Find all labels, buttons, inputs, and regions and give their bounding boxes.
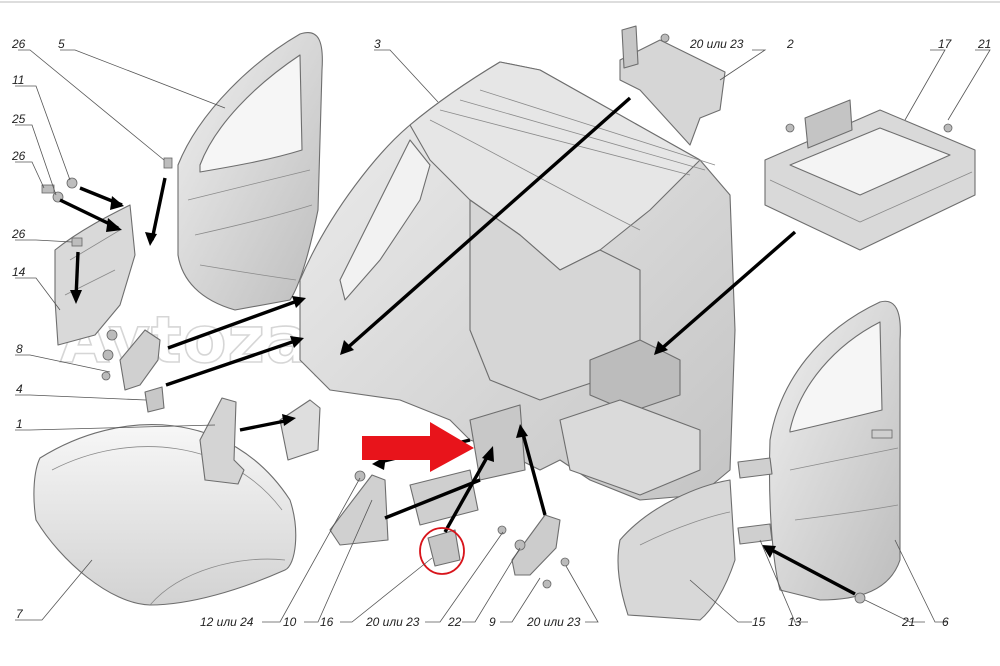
callout-22: 22 bbox=[447, 615, 462, 629]
fasteners-21 bbox=[854, 592, 866, 604]
callout-25: 25 bbox=[11, 112, 26, 126]
callout-9: 9 bbox=[489, 615, 496, 629]
part-4-plate bbox=[144, 386, 165, 413]
part-6-right-door bbox=[768, 300, 901, 601]
callout-16: 16 bbox=[320, 615, 334, 629]
part-10-bracket bbox=[329, 470, 389, 546]
part-5-left-door bbox=[177, 32, 323, 311]
callout-6: 6 bbox=[942, 615, 949, 629]
part-16-plate bbox=[427, 529, 461, 567]
callout-13: 13 bbox=[788, 615, 802, 629]
part-7-hood bbox=[33, 424, 297, 606]
callout-21-top: 21 bbox=[977, 37, 991, 51]
callout-1: 1 bbox=[16, 417, 23, 431]
callout-26b: 26 bbox=[11, 149, 26, 163]
highlight-red-circle bbox=[419, 527, 465, 575]
highlight-red-arrow bbox=[362, 422, 474, 472]
callout-26c: 26 bbox=[11, 227, 26, 241]
callout-8: 8 bbox=[16, 342, 23, 356]
callout-20or23-br: 20 или 23 bbox=[526, 615, 581, 629]
callout-20or23-top: 20 или 23 bbox=[689, 37, 744, 51]
part-2-top-bracket bbox=[619, 25, 726, 146]
part-13-hinges bbox=[737, 457, 773, 545]
callout-10: 10 bbox=[283, 615, 297, 629]
red-arrow-shape bbox=[362, 422, 474, 472]
part-8-hinge bbox=[101, 329, 161, 391]
callout-3: 3 bbox=[374, 37, 381, 51]
callout-4: 4 bbox=[16, 382, 23, 396]
callout-7: 7 bbox=[16, 607, 24, 621]
part-15-right-fender bbox=[617, 479, 736, 621]
callout-2: 2 bbox=[786, 37, 794, 51]
callout-21-bot: 21 bbox=[901, 615, 915, 629]
callout-5: 5 bbox=[58, 37, 65, 51]
callout-11: 11 bbox=[12, 73, 24, 87]
callout-20or23-bl: 20 или 23 bbox=[365, 615, 420, 629]
part-9-hinge-bracket bbox=[497, 514, 570, 589]
callout-17: 17 bbox=[938, 37, 953, 51]
callout-15: 15 bbox=[752, 615, 766, 629]
callout-12or24: 12 или 24 bbox=[200, 615, 254, 629]
assembly-arrows bbox=[59, 96, 856, 596]
callout-labels: 26 5 11 25 26 26 14 8 4 1 7 3 20 или 23 … bbox=[11, 37, 991, 629]
callout-26a: 26 bbox=[11, 37, 26, 51]
part-17-frame bbox=[764, 99, 976, 251]
callout-14: 14 bbox=[12, 265, 26, 279]
part-1-front-bracket bbox=[199, 397, 321, 485]
leader-lines bbox=[15, 49, 991, 623]
